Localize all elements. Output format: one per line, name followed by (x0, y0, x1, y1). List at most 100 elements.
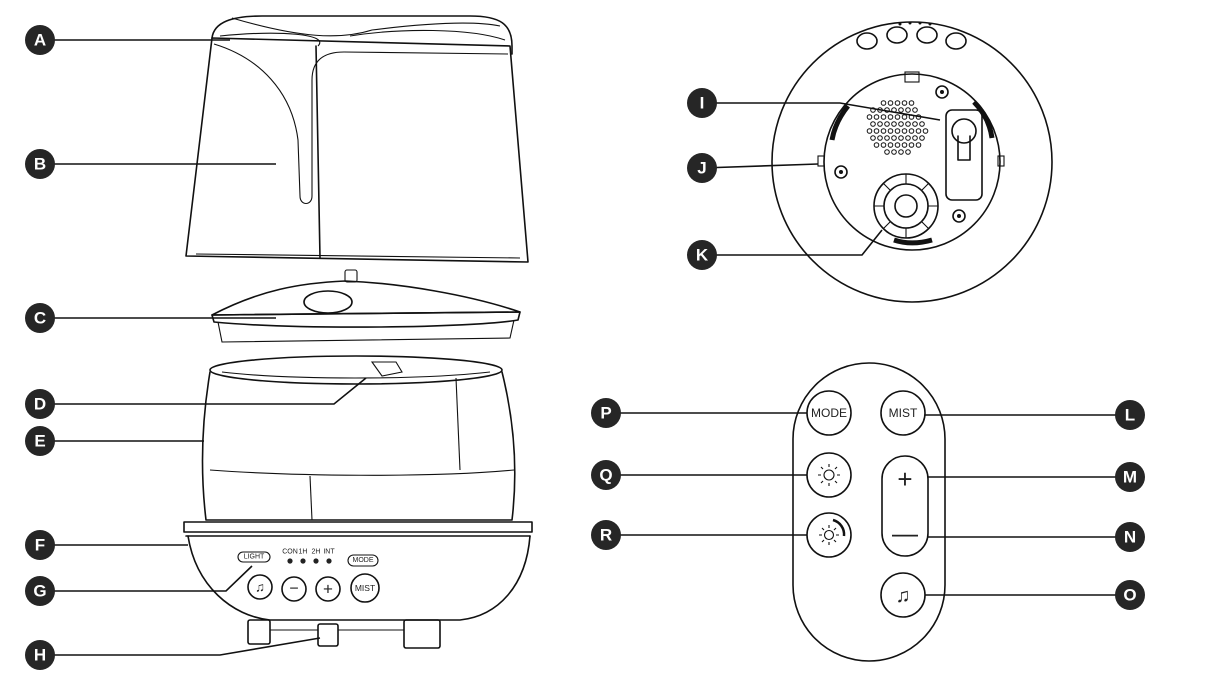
panel-timer-int: INT (323, 549, 335, 556)
label-C: C (25, 303, 55, 333)
grille-hole (901, 100, 908, 106)
grille-hole (884, 121, 890, 127)
remote-plus-icon: + (897, 464, 912, 494)
remote-mist-label: MIST (889, 406, 918, 420)
grille-hole (877, 121, 883, 127)
remote-mist-button[interactable] (880, 390, 926, 436)
label-R: R (591, 520, 621, 550)
label-P: P (591, 398, 621, 428)
grille-hole (912, 135, 918, 141)
music-note-icon: ♫ (255, 580, 265, 595)
grille-hole (880, 142, 887, 148)
label-Q: Q (591, 460, 621, 490)
panel-light-label: LIGHT (244, 554, 265, 561)
remote-music-icon: ♫ (896, 585, 911, 607)
grille-hole (880, 114, 887, 120)
grille-hole (922, 128, 929, 134)
svg-text:G: G (33, 582, 46, 601)
panel-music-button[interactable] (247, 574, 273, 600)
grille-hole (877, 135, 883, 141)
grille-hole (908, 100, 915, 106)
svg-text:N: N (1124, 528, 1136, 547)
grille-hole (870, 107, 876, 113)
minus-icon: − (289, 581, 298, 598)
grille-hole (887, 128, 894, 134)
grille-hole (884, 135, 890, 141)
grille-hole (887, 114, 894, 120)
remote-light-button[interactable] (806, 452, 852, 498)
panel-minus-button[interactable] (281, 576, 307, 602)
grille-hole (905, 149, 911, 155)
label-D: D (25, 389, 55, 419)
grille-hole (866, 114, 873, 120)
label-N: N (1115, 522, 1145, 552)
label-A: A (25, 25, 55, 55)
grille-hole (873, 128, 880, 134)
panel-mist-label: MIST (355, 583, 375, 593)
grille-hole (898, 121, 904, 127)
svg-text:R: R (600, 526, 612, 545)
svg-text:I: I (700, 94, 705, 113)
grille-hole (880, 100, 887, 106)
svg-text:L: L (1125, 406, 1135, 425)
panel-timer-2h: 2H (312, 549, 321, 556)
grille-hole (894, 142, 901, 148)
panel-timer-con: CON (282, 549, 298, 556)
plus-icon: + (323, 580, 333, 599)
grille-hole (908, 142, 915, 148)
grille-hole (894, 114, 901, 120)
label-M: M (1115, 462, 1145, 492)
grille-hole (898, 149, 904, 155)
grille-hole (873, 142, 880, 148)
svg-text:O: O (1123, 586, 1136, 605)
grille-hole (870, 121, 876, 127)
grille-hole (891, 121, 897, 127)
panel-timer-1h: 1H (299, 549, 308, 556)
grille-hole (905, 107, 911, 113)
grille-hole (901, 142, 908, 148)
grille-hole (887, 100, 894, 106)
svg-text:H: H (34, 646, 46, 665)
grille-hole (898, 135, 904, 141)
bottom-view (771, 21, 1053, 303)
water-tank (201, 355, 516, 521)
grille-hole (912, 107, 918, 113)
grille-hole (880, 128, 887, 134)
remote-control: MODE MIST + — ♫ (792, 362, 946, 662)
grille-hole (870, 135, 876, 141)
top-cap (211, 15, 513, 55)
label-badges: A B C D E F G H I J K L M N O P Q R (25, 25, 1145, 670)
label-G: G (25, 576, 55, 606)
grille-hole (905, 135, 911, 141)
grille-hole (919, 135, 925, 141)
grille-hole (894, 100, 901, 106)
remote-minus-icon: — (892, 518, 918, 548)
outer-shell (185, 37, 529, 263)
label-L: L (1115, 400, 1145, 430)
panel-plus-button[interactable] (315, 576, 341, 602)
sun-icon (818, 464, 840, 486)
label-H: H (25, 640, 55, 670)
label-O: O (1115, 580, 1145, 610)
grille-hole (915, 142, 922, 148)
grille-hole (891, 135, 897, 141)
panel-mist-button[interactable] (350, 573, 380, 603)
grille-hole (898, 107, 904, 113)
svg-text:F: F (35, 536, 45, 555)
panel-mode-label: MODE (353, 557, 374, 564)
svg-text:Q: Q (599, 466, 612, 485)
label-F: F (25, 530, 55, 560)
grille-hole (884, 149, 890, 155)
remote-volume-rocker[interactable] (881, 455, 929, 557)
base-unit: LIGHT MODE CON 1H 2H INT ♫ − + MIST (183, 521, 533, 649)
lid-disc (211, 269, 521, 343)
grille-hole (873, 114, 880, 120)
grille-hole (866, 128, 873, 134)
svg-text:E: E (34, 432, 45, 451)
label-J: J (687, 153, 717, 183)
remote-mode-label: MODE (811, 406, 847, 420)
grille-hole (915, 128, 922, 134)
svg-text:B: B (34, 155, 46, 174)
label-B: B (25, 149, 55, 179)
